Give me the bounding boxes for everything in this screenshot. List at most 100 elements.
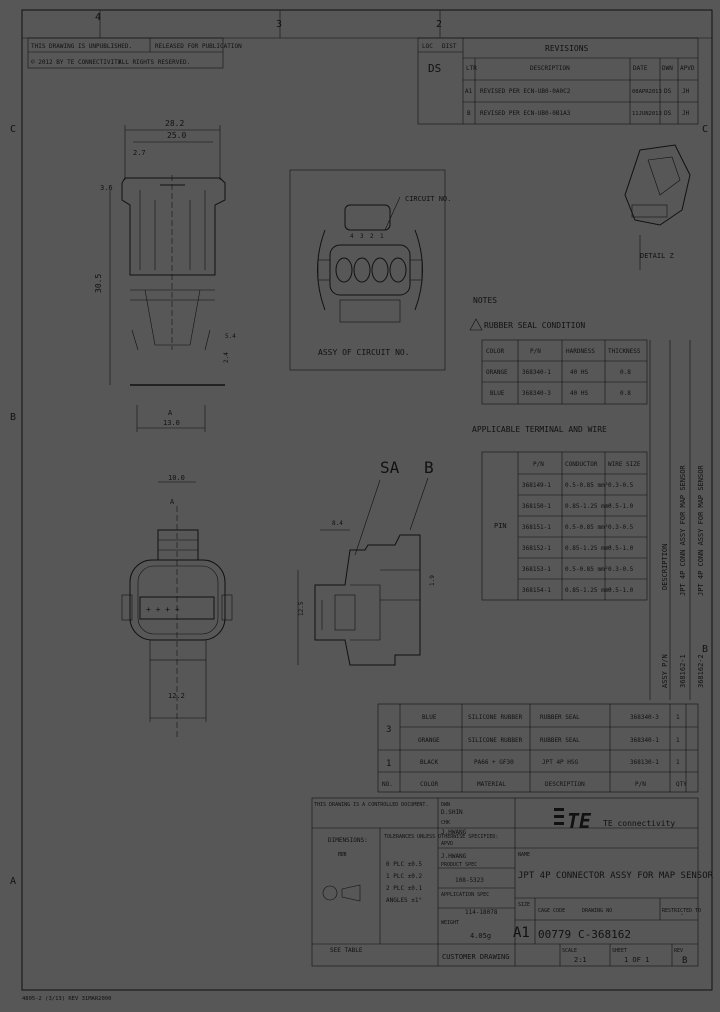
tb-chk-label: CHK	[441, 820, 450, 826]
wire-row-4-cell-1: 368152-1	[522, 545, 551, 552]
dim-top1: 28.2	[165, 119, 184, 128]
tb-weight: 4.05g	[470, 932, 491, 940]
tb-rev-label: REV	[674, 948, 683, 954]
tb-chk: J.HWANG	[441, 829, 467, 836]
tb-dwn-label: DWN	[441, 802, 450, 808]
vertical-description-column: DESCRIPTION JPT 4P CONN ASSY FOR MAP SEN…	[649, 340, 705, 700]
bom-col-no: NO.	[382, 781, 393, 788]
rev-col-date: DATE	[633, 65, 648, 72]
wire-row-1-cell-1: 368149-1	[522, 482, 551, 489]
te-logo-text: TE connectivity	[603, 819, 675, 828]
isometric-detail: DETAIL Z	[624, 144, 691, 270]
seal-row1-hardness: 40 HS	[570, 369, 588, 376]
seal-col-thickness: THICKNESS	[608, 348, 641, 355]
rev-row2-ltr: B	[467, 110, 471, 117]
tb-dim-unit: mm	[338, 850, 346, 858]
seal-row2-hardness: 40 HS	[570, 390, 588, 397]
notes-section: NOTES RUBBER SEAL CONDITION COLOR P/N HA…	[469, 296, 648, 601]
notice-line4: © 2012 BY TE CONNECTIVITY	[31, 59, 122, 66]
side-description-line1: JPT 4P CONN ASSY FOR MAP SENSOR	[679, 465, 687, 596]
dim-b: 5.4	[225, 333, 236, 340]
bom-col-qty: QTY	[676, 781, 687, 788]
dim-front-w: 12.2	[168, 692, 185, 700]
tb-sheet-label: SHEET	[612, 948, 627, 954]
bom-col-pn: P/N	[635, 781, 646, 788]
tb-scale: 2:1	[574, 956, 587, 964]
bom-row1-material: SILICONE RUBBER	[468, 714, 523, 721]
title-block: THIS DRAWING IS A CONTROLLED DOCUMENT. D…	[311, 797, 714, 967]
wire-row-3-cell-2: 0.5-0.85 mm²	[565, 524, 608, 531]
tb-sheet: 1 OF 1	[624, 956, 649, 964]
notes-heading: NOTES	[473, 296, 497, 305]
wire-row-2-cell-3: 0.5-1.0	[608, 503, 634, 510]
tb-tol-row4: ANGLES ±1°	[386, 897, 422, 904]
rev-row1-ltr: A1	[465, 88, 473, 95]
tb-tol-row3: 2 PLC ±0.1	[386, 885, 423, 892]
rev-col-dwn: DWN	[662, 65, 673, 72]
rev-row1-apvd: JH	[682, 88, 690, 95]
side-description-label: DESCRIPTION	[661, 544, 669, 590]
bom-row1-color: BLUE	[422, 714, 437, 721]
dim-ref2: 12.5	[298, 601, 305, 616]
wire-row-5-cell-2: 0.5-0.85 mm²	[565, 566, 608, 573]
circuit-label: CIRCUIT NO.	[405, 195, 451, 203]
tb-app-spec: 114-18078	[465, 909, 498, 916]
rev-col-ltr: LTR	[466, 65, 477, 72]
tb-dim-label: DIMENSIONS:	[328, 837, 368, 844]
wire-row-1-cell-3: 0.3-0.5	[608, 482, 634, 489]
wire-row-6-cell-3: 0.5-1.0	[608, 587, 634, 594]
side-view-upper: 28.2 25.0 2.7 3.6 30.5 5.4 2.4 A 13.0	[94, 119, 236, 432]
side-description-line2: JPT 4P CONN ASSY FOR MAP SENSOR	[697, 465, 705, 596]
rev-loc: DS	[428, 62, 441, 75]
wire-col-conductor: CONDUCTOR	[565, 461, 598, 468]
tb-rev: B	[682, 956, 687, 966]
dim-top2: 25.0	[167, 131, 186, 140]
bom-row2-color: ORANGE	[418, 737, 440, 744]
tb-restricted: -	[680, 911, 684, 918]
notice-line2: RELEASED FOR PUBLICATION	[155, 43, 242, 50]
tb-customer-label: CUSTOMER DRAWING	[442, 953, 509, 961]
dim-width-bot: 13.0	[163, 419, 180, 427]
circuit-num-1: 1	[380, 233, 384, 240]
wire-row-5-cell-3: 0.3-0.5	[608, 566, 634, 573]
seal-row2-pn: 368340-3	[522, 390, 551, 397]
tb-size-label: SIZE	[518, 902, 530, 908]
rev-loc-label: LOC	[422, 43, 433, 50]
note2-text: APPLICABLE TERMINAL AND WIRE	[472, 425, 607, 434]
tb-app-spec-label: APPLICATION SPEC	[441, 892, 489, 898]
wire-row-4-cell-2: 0.85-1.25 mm²	[565, 545, 612, 552]
tb-tol-row2: 1 PLC ±0.2	[386, 873, 423, 880]
dim-c: 2.4	[223, 352, 230, 363]
bom-row3-pn: 368130-1	[630, 759, 659, 766]
dim-small: 2.7	[133, 149, 146, 157]
seal-row1-pn: 368340-1	[522, 369, 551, 376]
bom-row1-pn: 368340-3	[630, 714, 659, 721]
dim-ref1: 8.4	[332, 520, 343, 527]
bom-row3-no: 1	[386, 759, 391, 769]
zone-left-b: B	[10, 412, 16, 423]
side-assy-label: ASSY P/N	[661, 654, 669, 688]
te-logo-mark: TE	[567, 809, 592, 833]
bom-col-material: MATERIAL	[477, 781, 506, 788]
zone-right-b: B	[702, 644, 708, 655]
wire-row-6-cell-1: 368154-1	[522, 587, 551, 594]
zone-left-c: C	[10, 124, 16, 135]
rev-row2-date: 11JUN2013	[632, 111, 662, 117]
bom-row2-pn: 368340-1	[630, 737, 659, 744]
wire-row-3-cell-3: 0.3-0.5	[608, 524, 634, 531]
circuit-num-2: 2	[370, 233, 374, 240]
tb-restricted-label: RESTRICTED TO	[662, 908, 701, 914]
bom-row1-no: 3	[386, 725, 391, 735]
bom-row3-desc: JPT 4P HSG	[542, 759, 579, 766]
rev-col-desc: DESCRIPTION	[530, 65, 570, 72]
seal-row2-thickness: 0.8	[620, 390, 631, 397]
wire-row-3-cell-1: 368151-1	[522, 524, 551, 531]
wire-row-2-cell-1: 368150-1	[522, 503, 551, 510]
form-footer: 4805-2 (3/13) REV 31MAR2000	[22, 996, 111, 1002]
tb-scale-label: SCALE	[562, 948, 577, 954]
wire-row-5-cell-1: 368153-1	[522, 566, 551, 573]
wire-col-pn: P/N	[533, 461, 544, 468]
bom-row2-material: SILICONE RUBBER	[468, 737, 523, 744]
